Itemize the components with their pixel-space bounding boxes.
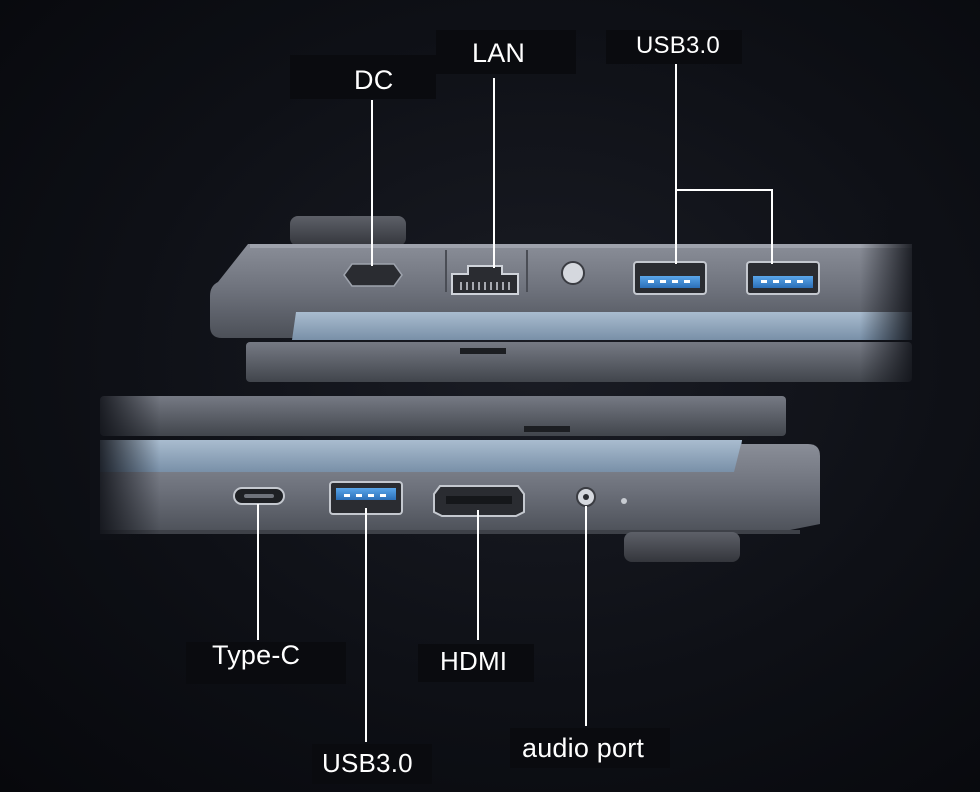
screen-edge-top <box>292 312 912 340</box>
dc-port <box>343 263 403 287</box>
status-led <box>621 498 627 504</box>
label-dc: DC <box>354 65 394 95</box>
label-type-c: Type-C <box>212 640 301 670</box>
rubber-foot-bottom <box>624 532 740 562</box>
usb-port-top-1 <box>633 261 707 295</box>
usb-port-bottom <box>329 481 403 515</box>
label-lan: LAN <box>472 38 526 68</box>
label-hdmi: HDMI <box>440 646 508 676</box>
lan-port <box>451 265 519 295</box>
leader-usb-top <box>675 62 773 264</box>
laptop-left-side <box>210 210 920 390</box>
round-jack <box>561 261 585 285</box>
laptop-right-side <box>90 390 820 562</box>
type-c-port <box>233 487 285 505</box>
lid-bottom <box>100 396 786 436</box>
label-usb-top: USB3.0 <box>636 32 720 59</box>
leader-lines <box>257 62 773 742</box>
rubber-foot-top <box>290 216 406 246</box>
label-audio-port: audio port <box>522 733 645 763</box>
usb-port-top-2 <box>746 261 820 295</box>
label-usb-bottom: USB3.0 <box>322 748 413 778</box>
lid-top <box>246 342 912 382</box>
